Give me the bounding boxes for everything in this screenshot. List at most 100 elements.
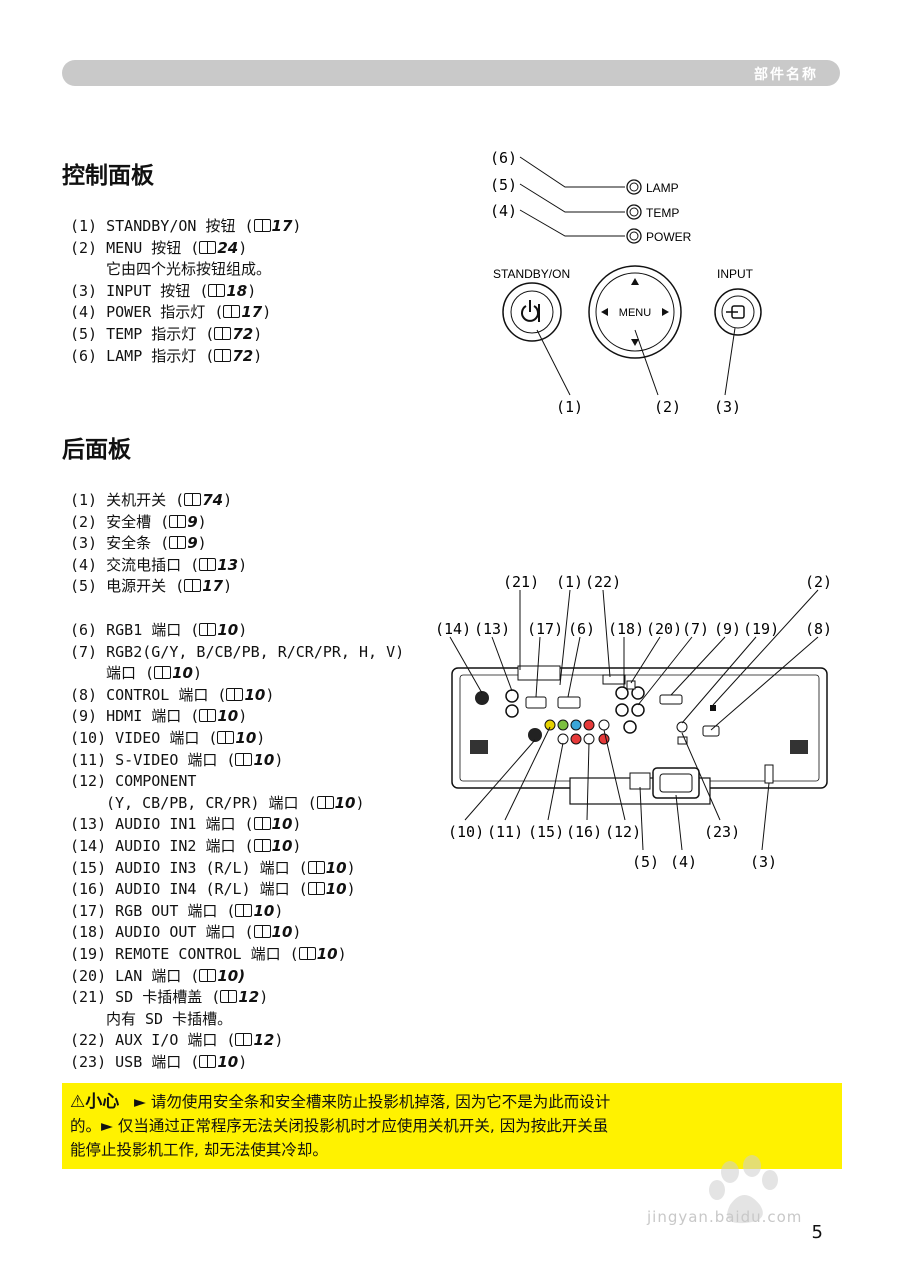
list-item: (13) AUDIO IN1 端口 (10) xyxy=(70,814,404,836)
book-reference-icon xyxy=(217,730,235,744)
list-item: (18) AUDIO OUT 端口 (10) xyxy=(70,922,404,944)
list-item: (22) AUX I/O 端口 (12) xyxy=(70,1030,404,1052)
callout-5: (5) xyxy=(490,176,625,213)
list-item: (6) RGB1 端口 (10) xyxy=(70,620,404,642)
list-item: (2) MENU 按钮 (24) xyxy=(70,238,301,260)
callout-3-label: (3) xyxy=(714,398,741,416)
item-close-paren: ) xyxy=(256,728,266,747)
item-text: 端口 ( xyxy=(106,664,155,683)
power-label: POWER xyxy=(646,230,692,244)
book-reference-icon xyxy=(184,579,202,593)
item-close-paren: ) xyxy=(265,685,275,704)
item-text: 内有 SD 卡插槽。 xyxy=(106,1009,233,1028)
book-reference-icon xyxy=(154,666,172,680)
menu-label: MENU xyxy=(619,307,651,319)
item-close-paren: ) xyxy=(292,815,302,834)
page-reference-link[interactable]: 9 xyxy=(187,512,198,531)
callout-15-label: (15) xyxy=(528,823,564,841)
list-item: (Y, CB/PB, CR/PR) 端口 (10) xyxy=(70,793,404,815)
item-close-paren: ) xyxy=(238,621,248,639)
item-close-paren: ) xyxy=(238,707,248,726)
page-reference-link[interactable]: 17 xyxy=(202,577,224,596)
item-text: (Y, CB/PB, CR/PR) 端口 ( xyxy=(106,793,317,812)
page-reference-link[interactable]: 10 xyxy=(172,664,193,683)
item-close-paren: ) xyxy=(253,346,263,365)
book-reference-icon xyxy=(184,493,202,506)
page-reference-link[interactable]: 10 xyxy=(271,836,293,855)
arrow-right-icon xyxy=(662,308,669,316)
page-reference-link[interactable]: 10 xyxy=(244,685,266,704)
list-item: (2) 安全槽 (9) xyxy=(70,512,247,534)
page-reference-link[interactable]: 12 xyxy=(238,988,260,1007)
page-reference-link[interactable]: 13 xyxy=(217,555,239,574)
callout-17-label: (17) xyxy=(527,620,563,638)
page-reference-link[interactable]: 9 xyxy=(187,534,198,553)
page-reference-link[interactable]: 10 xyxy=(253,750,275,769)
page-reference-link[interactable]: 10 xyxy=(325,880,347,899)
book-reference-icon xyxy=(208,283,226,297)
page-reference-link[interactable]: 12 xyxy=(253,1031,275,1050)
item-close-paren: ) xyxy=(274,750,284,769)
page-reference-link[interactable]: 72 xyxy=(232,346,254,365)
list-item: 它由四个光标按钮组成。 xyxy=(70,259,301,281)
page-reference-link[interactable]: 72 xyxy=(232,324,254,343)
page-reference-link[interactable]: 10 xyxy=(271,815,293,834)
book-reference-icon xyxy=(169,514,187,528)
lamp-label: LAMP xyxy=(646,181,679,195)
item-text: (7) RGB2(G/Y, B/CB/PB, R/CR/PR, H, V) xyxy=(70,642,405,661)
list-item: (7) RGB2(G/Y, B/CB/PB, R/CR/PR, H, V) xyxy=(70,642,404,664)
book-reference-icon xyxy=(316,795,334,809)
page-reference-link[interactable]: 10 xyxy=(217,707,239,726)
page-reference-link[interactable]: 10 xyxy=(316,944,338,963)
page-number: 5 xyxy=(811,1222,823,1243)
standby-button[interactable] xyxy=(502,282,562,342)
page-reference-link[interactable]: 17 xyxy=(271,217,293,235)
book-reference-icon xyxy=(298,946,316,960)
callout-23-label: (23) xyxy=(704,823,740,841)
page-reference-link[interactable]: 10) xyxy=(217,966,246,985)
page-reference-link[interactable]: 17 xyxy=(241,303,263,322)
watermark-url: jingyan.baidu.com xyxy=(647,1208,803,1226)
item-text: (9) HDMI 端口 ( xyxy=(70,707,200,726)
item-text: (2) 安全槽 ( xyxy=(70,512,170,531)
book-reference-icon xyxy=(199,709,217,723)
callout-4-label: (4) xyxy=(490,202,517,220)
item-text: (14) AUDIO IN2 端口 ( xyxy=(70,836,254,855)
book-reference-icon xyxy=(253,817,271,831)
list-item: (19) REMOTE CONTROL 端口 (10) xyxy=(70,944,404,966)
item-text: (15) AUDIO IN3 (R/L) 端口 ( xyxy=(70,858,308,877)
item-text: (21) SD 卡插槽盖 ( xyxy=(70,988,221,1007)
page-reference-link[interactable]: 18 xyxy=(226,281,248,300)
page-reference-link[interactable]: 74 xyxy=(202,491,224,509)
book-reference-icon xyxy=(253,219,271,232)
book-reference-icon xyxy=(235,1033,253,1047)
list-item: (21) SD 卡插槽盖 (12) xyxy=(70,987,404,1009)
rear-panel-list-a: (1) 关机开关 (74)(2) 安全槽 (9)(3) 安全条 (9)(4) 交… xyxy=(70,490,247,598)
item-close-paren: ) xyxy=(346,880,356,899)
page-reference-link[interactable]: 10 xyxy=(235,728,257,747)
callout-6: (6) xyxy=(490,149,625,188)
input-button[interactable] xyxy=(714,288,762,336)
item-text: (10) VIDEO 端口 ( xyxy=(70,728,218,747)
page-reference-link[interactable]: 10 xyxy=(271,923,293,942)
list-item: (5) TEMP 指示灯 (72) xyxy=(70,324,301,346)
item-close-paren: ) xyxy=(192,664,202,683)
page-reference-link[interactable]: 24 xyxy=(217,238,239,257)
callout-21-label: (21) xyxy=(503,573,539,591)
item-text: (11) S-VIDEO 端口 ( xyxy=(70,750,236,769)
page-reference-link[interactable]: 10 xyxy=(217,621,239,639)
page-reference-link[interactable]: 10 xyxy=(217,1052,239,1071)
page-reference-link[interactable]: 10 xyxy=(334,793,356,812)
item-close-paren: ) xyxy=(247,281,257,300)
item-text: (2) MENU 按钮 ( xyxy=(70,238,200,257)
item-close-paren: ) xyxy=(238,555,248,574)
projector-rear-body xyxy=(451,665,828,805)
item-text: 它由四个光标按钮组成。 xyxy=(106,260,272,279)
callout-20-label: (20) xyxy=(646,620,682,638)
list-item: (1) STANDBY/ON 按钮 (17) xyxy=(70,216,301,238)
menu-button[interactable]: MENU xyxy=(588,265,682,359)
temp-indicator: TEMP xyxy=(626,204,679,220)
page-reference-link[interactable]: 10 xyxy=(253,901,275,920)
page-reference-link[interactable]: 10 xyxy=(325,858,347,877)
list-item: (8) CONTROL 端口 (10) xyxy=(70,685,404,707)
